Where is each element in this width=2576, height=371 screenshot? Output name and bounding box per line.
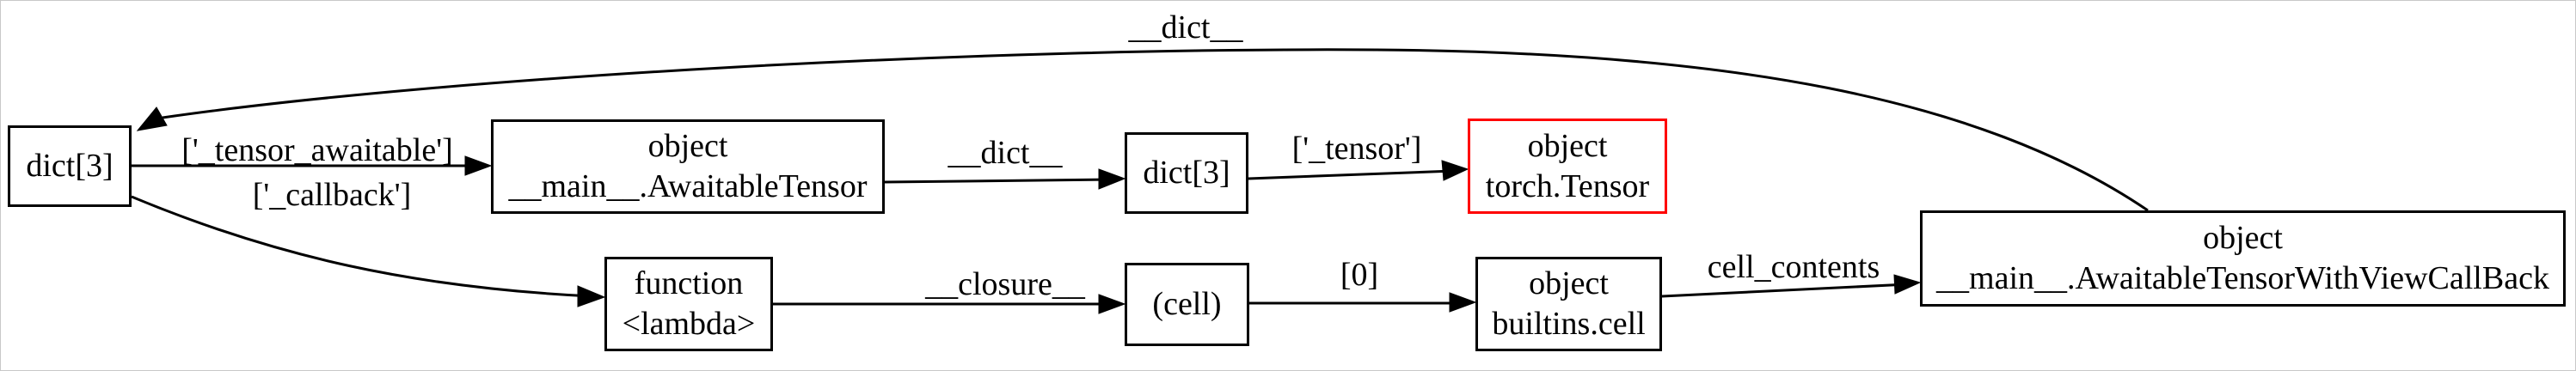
edge-cell-contents — [1661, 274, 1922, 298]
node-awaitable-tensor-with-view-callback: object __main__.AwaitableTensorWithViewC… — [1920, 210, 2566, 307]
edge-tensor — [1248, 160, 1469, 181]
edge-closure — [773, 294, 1126, 314]
node-label: builtins.cell — [1492, 306, 1646, 342]
edge-label-tensor: ['_tensor'] — [1291, 131, 1422, 167]
node-label: torch.Tensor — [1485, 167, 1650, 204]
node-label: object — [1529, 265, 1609, 301]
edge-label-dict-top: __dict__ — [1128, 9, 1243, 46]
node-cell-tuple: (cell) — [1125, 263, 1249, 346]
node-label: dict[3] — [1143, 155, 1230, 191]
node-label: __main__.AwaitableTensorWithViewCallBack — [1936, 260, 2549, 296]
node-label: object — [1527, 127, 1608, 164]
node-label: object — [2203, 220, 2283, 256]
node-label: <lambda> — [622, 306, 756, 342]
edge-label-callback: ['_callback'] — [252, 177, 412, 213]
edge-label-cell-contents: cell_contents — [1707, 249, 1880, 285]
node-builtins-cell: object builtins.cell — [1475, 257, 1662, 351]
edge-callback-curve — [131, 195, 606, 307]
edge-label-index-0: [0] — [1340, 257, 1379, 293]
node-lambda-function: function <lambda> — [604, 257, 773, 351]
node-dict-root: dict[3] — [8, 125, 132, 207]
node-label: object — [647, 128, 728, 164]
node-awaitable-tensor: object __main__.AwaitableTensor — [491, 119, 885, 214]
node-dict-attrs: dict[3] — [1125, 132, 1248, 214]
edge-label-closure: __closure__ — [925, 266, 1085, 302]
edge-label-dict-middle: __dict__ — [948, 135, 1063, 171]
node-torch-tensor: object torch.Tensor — [1468, 119, 1667, 214]
edge-tensor-awaitable — [132, 155, 493, 176]
node-label: function — [634, 265, 744, 301]
edge-index-0 — [1249, 292, 1477, 313]
edge-dict-middle — [884, 168, 1126, 190]
node-label: dict[3] — [26, 148, 113, 184]
node-label: (cell) — [1152, 286, 1222, 322]
edge-dict-top-curve — [136, 48, 2149, 212]
node-label: __main__.AwaitableTensor — [508, 168, 868, 204]
edge-label-tensor-awaitable: ['_tensor_awaitable'] — [181, 132, 453, 168]
